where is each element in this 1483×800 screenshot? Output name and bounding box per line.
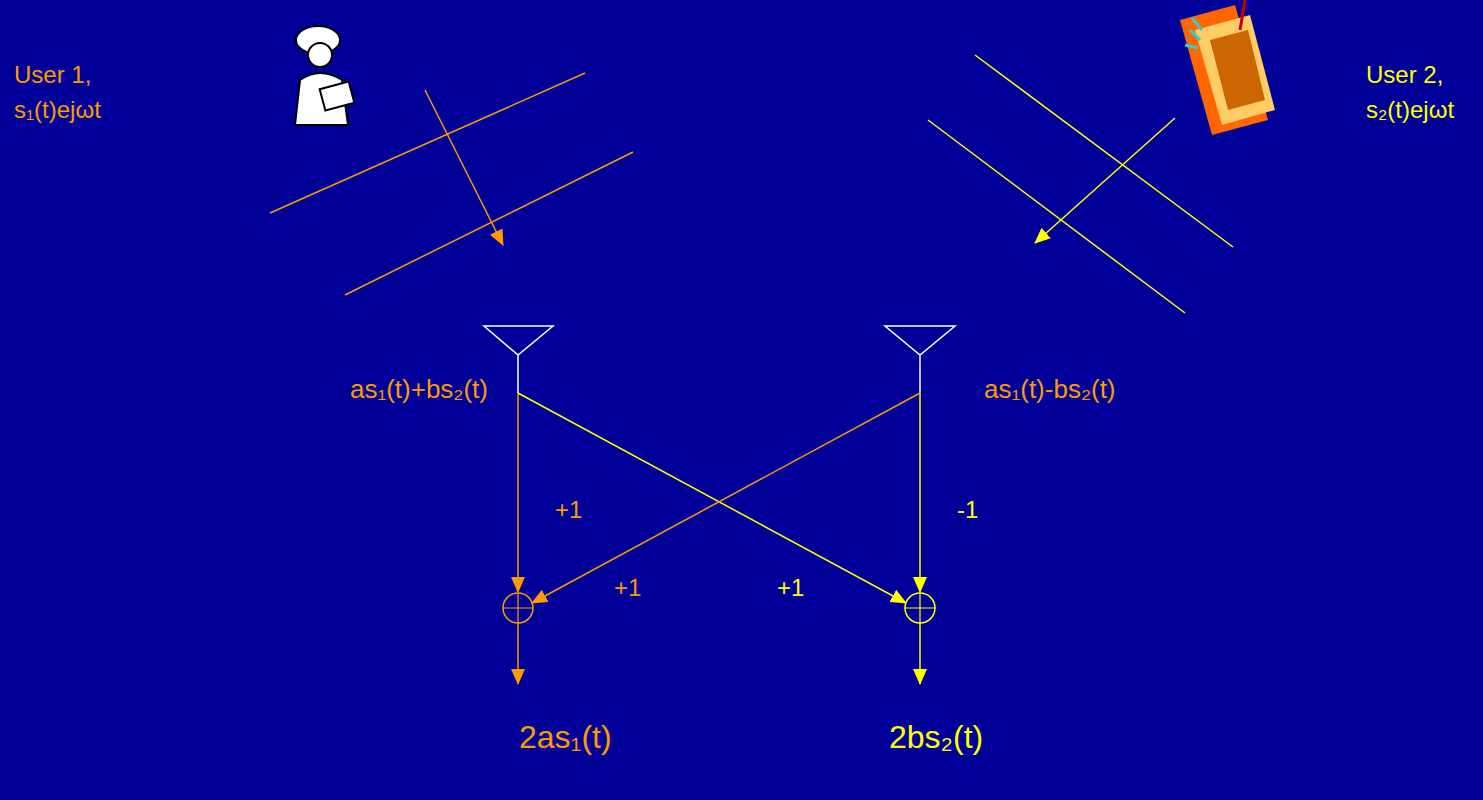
head	[308, 43, 332, 67]
user2-icon	[1180, 0, 1275, 135]
cross-wire	[532, 393, 920, 603]
weight-label: +1	[775, 574, 806, 603]
cross-wire	[518, 393, 906, 603]
weight-label: -1	[955, 496, 980, 525]
summer-symbol	[503, 593, 533, 623]
phone-front	[1210, 30, 1265, 110]
summer-symbol	[905, 593, 935, 623]
signal-label: as₁(t)-bs₂(t)	[982, 374, 1118, 405]
propagation-arrow	[425, 90, 503, 245]
signal-label: as₁(t)+bs₂(t)	[348, 374, 490, 405]
output-arrow	[919, 623, 921, 684]
user1-icon	[295, 26, 354, 125]
summer-circle	[905, 593, 935, 623]
output-arrow	[517, 623, 519, 684]
weight-label: +1	[553, 496, 584, 525]
weight-label: +1	[612, 574, 643, 603]
phone-mid	[1195, 15, 1275, 125]
output-label: 2bs₂(t)	[887, 718, 985, 756]
wavefront	[928, 120, 1185, 313]
summer-plus	[503, 593, 533, 623]
ring-marks	[1185, 18, 1202, 48]
propagation-arrow	[1035, 118, 1175, 243]
feed-wire	[517, 393, 519, 592]
user-label: User 2, s₂(t)ejωt	[1364, 58, 1478, 128]
wavefront	[345, 152, 633, 295]
summer-circle	[503, 593, 533, 623]
antenna-symbol	[885, 326, 955, 393]
wavefront	[975, 55, 1233, 247]
output-label: 2as₁(t)	[517, 718, 614, 756]
summer-plus	[905, 593, 935, 623]
antenna-rod	[1240, 0, 1245, 30]
antenna-symbol	[484, 326, 553, 393]
feed-wire	[919, 393, 921, 592]
clipboard	[320, 81, 355, 110]
user-label: User 1, s₁(t)ejωt	[12, 58, 141, 128]
